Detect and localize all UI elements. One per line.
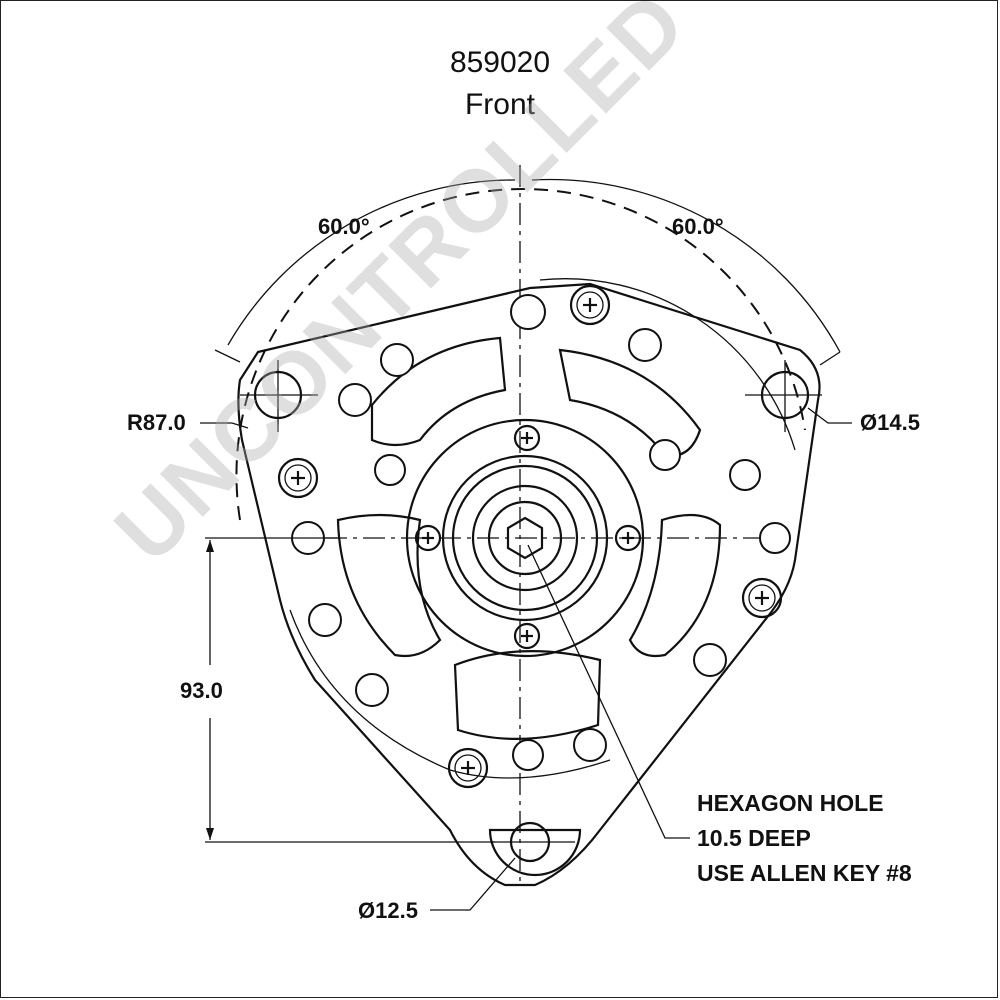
note-line-2: 10.5 DEEP: [697, 825, 811, 851]
radius-label: R87.0: [127, 410, 186, 435]
view-label: Front: [464, 88, 536, 121]
screw-icon: [614, 524, 642, 552]
mount-hole-dia-label: Ø14.5: [860, 410, 920, 435]
screw-icon: [447, 747, 489, 789]
vent-slot-bottom: [453, 650, 602, 740]
vent-hole: [628, 328, 662, 362]
bearing-boss-outer: [405, 418, 645, 658]
bearing-cover-inner: [451, 464, 599, 612]
vent-hole: [512, 739, 544, 771]
screw-icon: [277, 457, 319, 499]
hexagon-note: HEXAGON HOLE 10.5 DEEP USE ALLEN KEY #8: [697, 786, 912, 891]
vent-slot-left: [336, 513, 442, 658]
angle-ext-right: [819, 351, 841, 366]
screw-icon: [414, 524, 442, 552]
hexagon-hole: [506, 516, 544, 560]
vent-hole: [729, 459, 761, 491]
screw-icon: [741, 577, 783, 619]
angle-ext-left: [214, 349, 241, 363]
note-line-1: HEXAGON HOLE: [697, 790, 884, 816]
note-line-3: USE ALLEN KEY #8: [697, 860, 912, 886]
mount-dia-leader: [807, 407, 852, 424]
vent-hole: [308, 603, 342, 637]
vent-hole: [693, 643, 727, 677]
hexagon-note-leader: [527, 544, 690, 839]
vent-slot-upper-right: [558, 348, 702, 457]
dim93-arrow-bottom: [206, 828, 214, 840]
pitch-circle-dashed: [235, 187, 806, 521]
angle-arc-left: [227, 179, 516, 346]
shaft: [487, 500, 563, 576]
housing-outline: [237, 282, 821, 887]
screw-icon: [513, 622, 541, 650]
screw-icon: [569, 284, 611, 326]
housing-lower-rim: [289, 609, 611, 779]
bottom-lug: [488, 828, 582, 877]
bottom-hole-dia-label: Ø12.5: [358, 898, 418, 923]
shaft-nut: [471, 484, 579, 592]
screw-icon: [513, 424, 541, 452]
vent-hole: [510, 294, 546, 330]
housing-inner-arc: [539, 278, 796, 451]
angle-right-label: 60.0°: [672, 214, 724, 239]
vent-hole: [338, 383, 372, 417]
vent-hole: [374, 454, 406, 486]
height-dim-label: 93.0: [180, 678, 223, 703]
vent-hole: [649, 439, 681, 471]
radius-leader: [200, 422, 249, 429]
part-number-title: 859020: [449, 46, 551, 79]
bearing-cover: [441, 454, 609, 622]
bottom-dia-leader: [430, 857, 516, 911]
vent-hole: [380, 343, 414, 377]
angle-arc-right: [531, 178, 841, 353]
angle-left-label: 60.0°: [318, 214, 370, 239]
dim93-arrow-top: [206, 540, 214, 552]
vent-hole: [573, 728, 607, 762]
vent-slot-upper-left: [370, 336, 507, 447]
vent-slot-right: [628, 513, 722, 658]
vent-hole: [355, 673, 389, 707]
vent-hole: [759, 522, 791, 554]
